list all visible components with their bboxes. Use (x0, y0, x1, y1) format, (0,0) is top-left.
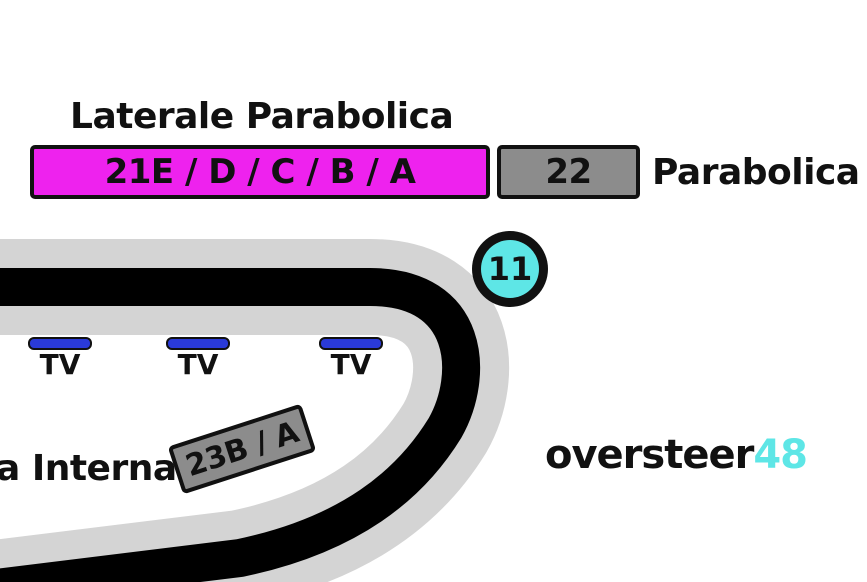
stand-laterale-parabolica[interactable]: 21E / D / C / B / A (30, 145, 490, 199)
logo-number: 48 (753, 432, 808, 478)
oversteer48-logo: oversteer48 (545, 432, 808, 478)
track-surface (0, 268, 481, 582)
tv-icon (319, 337, 383, 350)
label-parabolica: Parabolica (652, 152, 860, 193)
tv-marker: TV (28, 337, 92, 380)
logo-word: oversteer (545, 432, 754, 478)
tv-label: TV (330, 348, 372, 381)
tv-label: TV (177, 348, 219, 381)
tv-label: TV (39, 348, 81, 381)
label-laterale-parabolica: Laterale Parabolica (70, 96, 454, 137)
tv-icon (166, 337, 230, 350)
tv-icon (28, 337, 92, 350)
label-interna: a Interna (0, 448, 177, 489)
turn-number: 11 (481, 240, 539, 298)
stand-parabolica[interactable]: 22 (497, 145, 640, 199)
turn-11-badge: 11 (472, 231, 548, 307)
tv-marker: TV (319, 337, 383, 380)
tv-marker: TV (166, 337, 230, 380)
